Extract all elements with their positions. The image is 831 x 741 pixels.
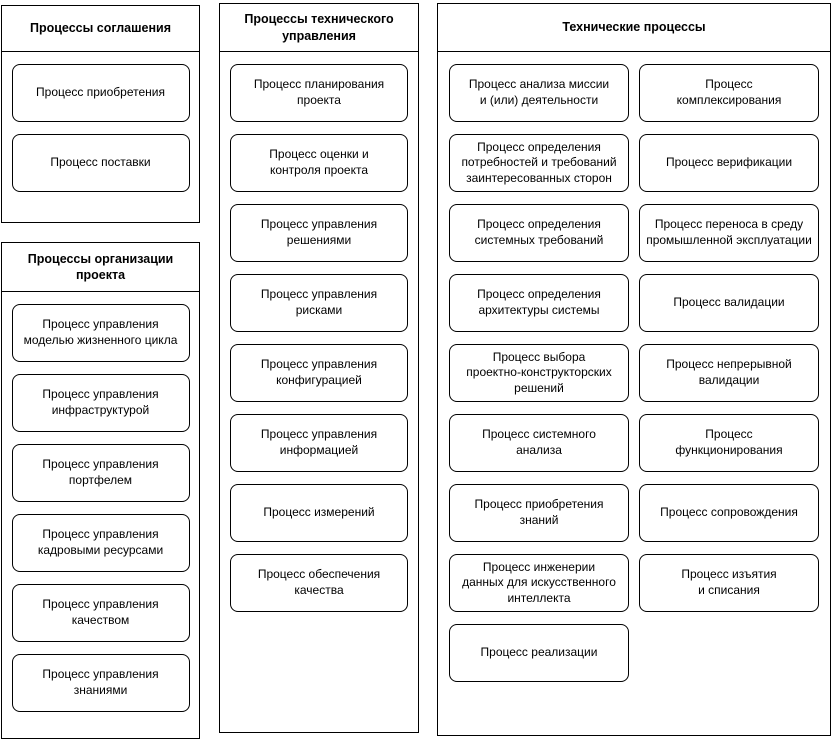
process-box: Процесс анализа миссии и (или) деятельно… [449,64,629,122]
process-box: Процесс реализации [449,624,629,682]
process-box: Процесс управления портфелем [11,444,190,502]
process-box: Процесс управления моделью жизненного ци… [11,304,190,362]
process-box: Процесс сопровождения [639,484,819,542]
process-box: Процесс планирования проекта [230,64,408,122]
group-body: Процесс приобретения Процесс поставки [2,52,199,192]
process-box: Процесс обеспечения качества [230,554,408,612]
process-box: Процесс управления рисками [230,274,408,332]
process-box: Процесс приобретения [11,64,190,122]
process-box: Процесс управления информацией [230,414,408,472]
group-body: Процесс планирования проекта Процесс оце… [220,52,418,612]
group-title: Процессы организации проекта [2,243,199,292]
process-box: Процесс управления знаниями [11,654,190,712]
process-box: Процесс непрерывной валидации [639,344,819,402]
process-box: Процесс изъятия и списания [639,554,819,612]
process-box: Процесс переноса в среду промышленной эк… [639,204,819,262]
process-box: Процесс поставки [11,134,190,192]
process-box: Процесс приобретения знаний [449,484,629,542]
process-box: Процесс управления качеством [11,584,190,642]
group-body: Процесс анализа миссии и (или) деятельно… [438,52,830,682]
process-box: Процесс определения архитектуры системы [449,274,629,332]
technical-processes-right-column: Процесс комплексирования Процесс верифик… [639,64,819,612]
group-title: Процессы соглашения [2,6,199,52]
process-box: Процесс управления решениями [230,204,408,262]
process-box: Процесс валидации [639,274,819,332]
process-box: Процесс системного анализа [449,414,629,472]
process-box: Процесс инженерии данных для искусственн… [449,554,629,612]
process-box: Процесс управления конфигурацией [230,344,408,402]
group-project-organization-processes: Процессы организации проекта Процесс упр… [1,242,200,739]
group-agreement-processes: Процессы соглашения Процесс приобретения… [1,5,200,223]
process-box: Процесс измерений [230,484,408,542]
process-box: Процесс оценки и контроля проекта [230,134,408,192]
process-box: Процесс комплексирования [639,64,819,122]
process-box: Процесс управления инфраструктурой [11,374,190,432]
group-technical-management-processes: Процессы технического управления Процесс… [219,3,419,733]
process-box: Процесс управления кадровыми ресурсами [11,514,190,572]
group-title: Процессы технического управления [220,4,418,52]
process-box: Процесс выбора проектно-конструкторских … [449,344,629,402]
process-box: Процесс определения потребностей и требо… [449,134,629,192]
technical-processes-left-column: Процесс анализа миссии и (или) деятельно… [449,64,629,682]
group-title: Технические процессы [438,4,830,52]
process-box: Процесс функционирования [639,414,819,472]
process-box: Процесс верификации [639,134,819,192]
group-technical-processes: Технические процессы Процесс анализа мис… [437,3,831,736]
group-body: Процесс управления моделью жизненного ци… [2,292,199,712]
process-box: Процесс определения системных требований [449,204,629,262]
